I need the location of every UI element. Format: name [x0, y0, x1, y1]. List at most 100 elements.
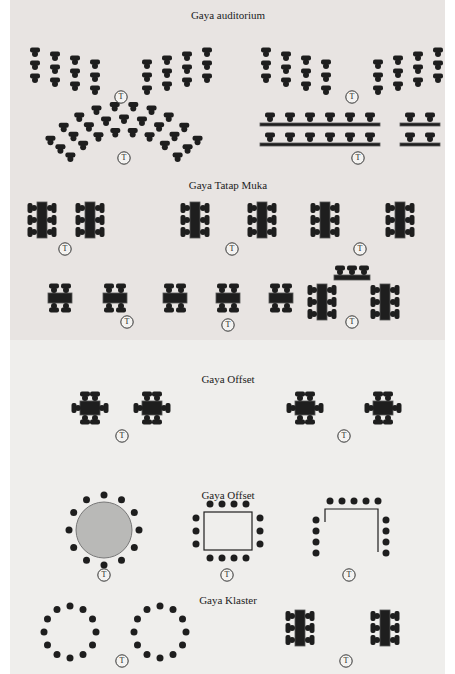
teacher-circle: T: [345, 315, 359, 329]
person-head: [283, 68, 289, 74]
person-head: [263, 64, 269, 70]
person-head: [166, 303, 172, 309]
seated-person: [270, 284, 280, 294]
seated-person: [84, 122, 94, 132]
seat-dot: [313, 550, 320, 557]
seated-person: [162, 56, 172, 66]
person-head: [185, 148, 191, 154]
person-head: [374, 625, 380, 631]
teacher-circle: T: [342, 568, 356, 582]
circle-outline-shape: [340, 655, 352, 667]
seated-person: [65, 153, 75, 163]
desk: [216, 293, 240, 303]
desk: [37, 202, 47, 238]
person-head: [200, 217, 206, 223]
person-head: [283, 55, 289, 61]
person-head: [284, 287, 290, 293]
seated-person: [405, 215, 415, 225]
person-head: [92, 395, 98, 401]
person-head: [204, 51, 210, 57]
seated-person: [345, 113, 355, 123]
seat-dot: [101, 492, 108, 499]
person-head: [166, 287, 172, 293]
seated-person: [50, 65, 60, 75]
person-head: [427, 116, 433, 122]
person-head: [231, 287, 237, 293]
seat-dot: [243, 555, 250, 562]
person-head: [314, 405, 320, 411]
person-head: [95, 136, 101, 142]
person-head: [374, 299, 380, 305]
seated-person: [182, 52, 192, 62]
person-head: [390, 287, 396, 293]
seat-dot: [170, 651, 177, 658]
desk: [190, 202, 200, 238]
seated-person: [145, 132, 155, 142]
seat-dot: [231, 555, 238, 562]
person-head: [103, 120, 109, 126]
person-head: [307, 116, 313, 122]
person-head: [435, 64, 441, 70]
desk: [257, 202, 267, 238]
person-head: [389, 205, 395, 211]
seated-person: [217, 303, 227, 313]
seated-person: [200, 227, 210, 237]
seated-person: [305, 623, 315, 633]
person-head: [144, 395, 150, 401]
seated-person: [345, 133, 355, 143]
person-head: [231, 303, 237, 309]
seated-person: [330, 227, 340, 237]
person-head: [407, 116, 413, 122]
seated-person: [305, 635, 315, 645]
seated-person: [405, 203, 415, 213]
person-head: [144, 76, 150, 82]
desk: [373, 401, 393, 415]
person-head: [75, 405, 81, 411]
seat-dot: [136, 527, 143, 534]
seated-person: [390, 285, 400, 295]
seated-person: [72, 403, 82, 413]
desk: [163, 293, 187, 303]
person-head: [375, 395, 381, 401]
seated-person: [305, 113, 315, 123]
person-head: [154, 415, 160, 421]
desk: [400, 143, 440, 146]
person-head: [415, 81, 421, 87]
seat-dot: [118, 557, 125, 564]
seated-person: [413, 65, 423, 75]
person-head: [204, 64, 210, 70]
person-head: [283, 81, 289, 87]
seated-person: [93, 132, 103, 142]
person-head: [200, 229, 206, 235]
seat-dot: [70, 509, 77, 516]
seat-dot: [83, 496, 90, 503]
person-head: [263, 51, 269, 57]
person-head: [251, 229, 257, 235]
person-head: [405, 205, 411, 211]
person-head: [57, 148, 63, 154]
seated-person: [28, 227, 38, 237]
seated-person: [99, 403, 109, 413]
seat-dot: [83, 557, 90, 564]
seated-person: [433, 74, 443, 84]
seated-person: [142, 415, 152, 425]
person-head: [267, 136, 273, 142]
seated-person: [248, 215, 258, 225]
person-head: [327, 116, 333, 122]
seated-person: [193, 136, 203, 146]
seated-person: [347, 266, 357, 276]
desk: [142, 401, 162, 415]
teacher-circle: T: [337, 429, 351, 443]
person-head: [390, 637, 396, 643]
seated-person: [101, 116, 111, 126]
seat-dot: [243, 501, 250, 508]
person-head: [72, 72, 78, 78]
person-head: [390, 625, 396, 631]
seat-dot: [157, 603, 164, 610]
person-head: [303, 85, 309, 91]
person-head: [95, 217, 101, 223]
seated-person: [295, 415, 305, 425]
person-head: [93, 109, 99, 115]
person-head: [347, 116, 353, 122]
person-head: [267, 205, 273, 211]
